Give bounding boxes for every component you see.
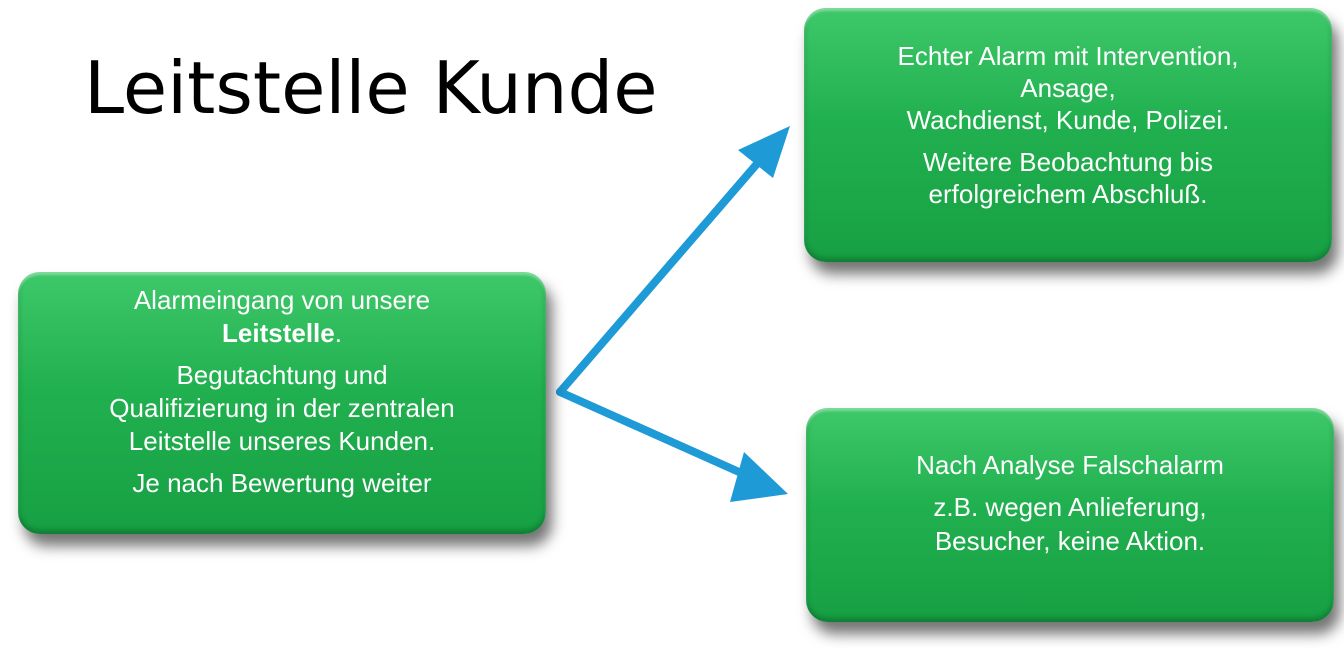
alarm-intake-prefix: Alarmeingang von unsere: [133, 285, 431, 315]
alarm-intake-line1: Alarmeingang von unsere Leitstelle.: [18, 284, 546, 350]
false-alarm-box: Nach Analyse Falschalarm z.B. wegen Anli…: [806, 408, 1334, 622]
real-alarm-text: Echter Alarm mit Intervention, Ansage, W…: [897, 41, 1239, 135]
observation-text: Weitere Beobachtung bis erfolgreichem Ab…: [922, 147, 1214, 209]
arrowhead-down-icon: [730, 452, 788, 502]
alarm-intake-box: Alarmeingang von unsere Leitstelle. Begu…: [18, 272, 546, 534]
arrowhead-up-icon: [738, 126, 790, 178]
arrow-to-false-alarm: [556, 388, 752, 480]
real-alarm-box: Echter Alarm mit Intervention, Ansage, W…: [804, 8, 1332, 262]
page-title: Leitstelle Kunde: [84, 46, 658, 130]
alarm-intake-suffix: .: [334, 318, 342, 348]
arrow-to-real-alarm: [556, 154, 766, 396]
false-alarm-text: Nach Analyse Falschalarm: [916, 450, 1224, 480]
assessment-text: Begutachtung und Qualifizierung in der z…: [109, 360, 455, 456]
alarm-intake-bold-word: Leitstelle: [222, 318, 335, 348]
false-alarm-examples: z.B. wegen Anlieferung, Besucher, keine …: [933, 492, 1207, 556]
next-step-text: Je nach Bewertung weiter: [132, 468, 432, 498]
